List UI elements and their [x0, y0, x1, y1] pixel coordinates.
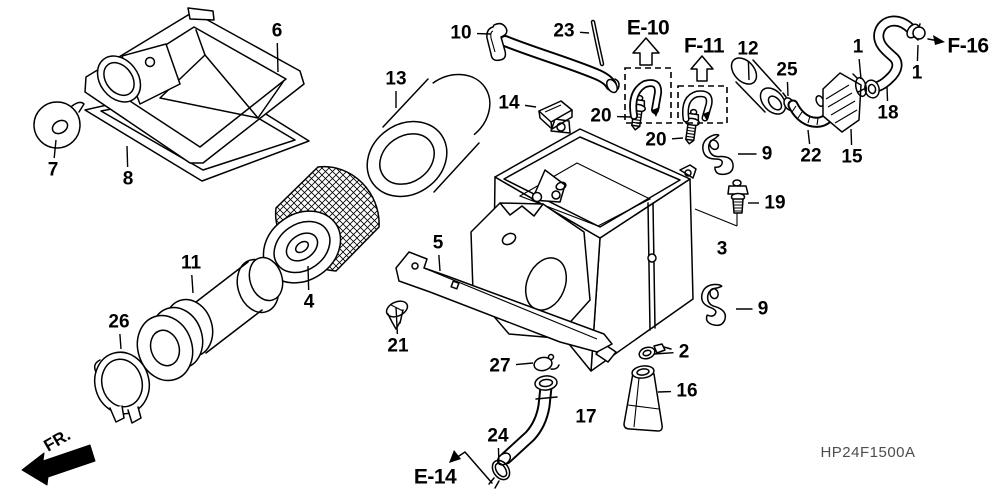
part-duct-12 — [730, 57, 787, 115]
front-direction-marker: FR. — [21, 425, 96, 486]
part-callout-17: 17 — [575, 407, 596, 428]
leader-line-18 — [886, 86, 889, 102]
part-seal-14 — [538, 100, 573, 130]
ref-arrow-e14 — [449, 450, 493, 484]
part-callout-16: 16 — [676, 381, 697, 402]
part-callout-12: 12 — [737, 39, 758, 60]
part-callout-9: 9 — [762, 144, 773, 165]
part-connecting-tube — [136, 256, 284, 382]
leader-line-1 — [916, 44, 919, 62]
part-sensor-9a — [699, 131, 736, 179]
part-callout-27: 27 — [489, 356, 510, 377]
part-callout-1: 1 — [912, 63, 923, 84]
part-rubber-boot-16 — [623, 365, 663, 432]
leader-line-12 — [747, 60, 750, 81]
part-band-seal — [499, 35, 620, 94]
part-callout-11: 11 — [181, 253, 202, 274]
part-callout-20: 20 — [590, 106, 611, 127]
ref-arrow-f16 — [927, 35, 945, 45]
leader-line-22 — [807, 129, 811, 145]
leader-line-5 — [438, 254, 441, 272]
part-callout-1: 1 — [853, 37, 864, 58]
part-clip-1b — [912, 23, 926, 41]
part-callout-23: 23 — [553, 21, 574, 42]
leader-line-4 — [307, 265, 310, 291]
part-clamp-1a — [852, 73, 868, 98]
leader-line-7 — [53, 139, 57, 159]
part-callout-6: 6 — [272, 21, 283, 42]
ref-label-E-10: E-10 — [627, 17, 669, 40]
leader-line-2 — [653, 352, 674, 355]
leader-line-27 — [515, 362, 534, 366]
ref-label-F-11: F-11 — [684, 35, 725, 58]
part-callout-18: 18 — [877, 103, 898, 124]
part-callout-25: 25 — [776, 60, 798, 81]
part-callout-21: 21 — [387, 336, 409, 357]
part-callout-22: 22 — [800, 146, 821, 167]
leader-line-25 — [786, 81, 789, 97]
part-callout-19: 19 — [764, 193, 785, 214]
part-sensor-9b — [698, 282, 729, 327]
leader-line-8 — [126, 145, 129, 168]
leader-line-14 — [524, 104, 537, 108]
leader-line-11 — [191, 274, 194, 294]
part-cover-cap — [33, 101, 85, 149]
part-callout-9: 9 — [758, 299, 769, 320]
part-foam-element — [366, 73, 491, 198]
leader-line-23 — [579, 31, 590, 34]
leader-line-6 — [276, 42, 279, 73]
part-callout-8: 8 — [123, 169, 134, 190]
part-callout-24: 24 — [487, 426, 509, 447]
part-callout-10: 10 — [450, 23, 471, 44]
part-callout-4: 4 — [304, 292, 315, 313]
ref-label-F-16: F-16 — [947, 35, 988, 58]
part-callout-2: 2 — [679, 342, 690, 363]
part-drain-tube-17 — [496, 375, 558, 466]
part-air-cleaner-cover — [84, 7, 305, 164]
part-callout-7: 7 — [48, 160, 59, 181]
part-callout-5: 5 — [433, 233, 444, 254]
part-callout-20: 20 — [645, 130, 666, 151]
ref-label-E-14: E-14 — [414, 466, 457, 489]
part-screw-21 — [385, 300, 409, 330]
part-rod-23 — [590, 19, 605, 67]
leader-line-20 — [671, 137, 684, 140]
part-tube-clamp-26 — [93, 351, 151, 424]
part-air-hose-18 — [864, 15, 920, 99]
part-callout-3: 3 — [717, 239, 728, 260]
leader-line-15 — [850, 128, 853, 146]
ref-arrow-e10 — [624, 37, 672, 124]
part-bracket-plate-5 — [395, 251, 613, 353]
leader-line-1 — [858, 58, 862, 80]
front-marker-label: FR. — [41, 425, 74, 455]
leader-line-21 — [395, 306, 399, 335]
part-callout-15: 15 — [841, 147, 863, 168]
part-callout-14: 14 — [498, 93, 520, 114]
part-callout-13: 13 — [385, 69, 406, 90]
part-clamp-2 — [638, 343, 672, 360]
leader-line-26 — [119, 333, 122, 350]
diagram-code: HP24F1500A — [820, 444, 915, 461]
leader-line-24 — [497, 447, 500, 465]
part-bolt-19 — [694, 179, 749, 227]
part-resonator-15 — [815, 72, 865, 133]
ref-arrow-f11 — [677, 55, 728, 124]
part-filter-element — [262, 165, 380, 284]
part-clip-27 — [533, 353, 560, 372]
part-clamp-24 — [488, 459, 511, 489]
part-callout-26: 26 — [108, 312, 129, 333]
